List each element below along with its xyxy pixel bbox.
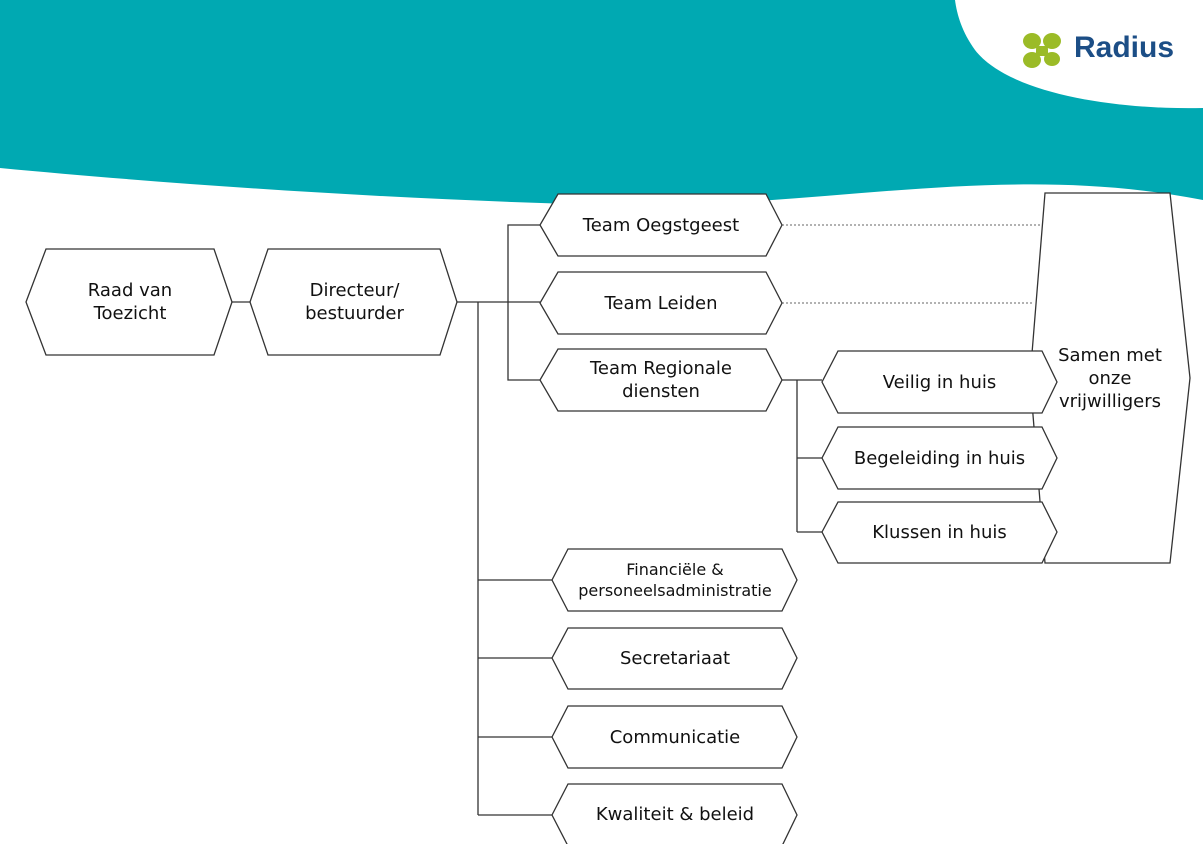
header-banner xyxy=(0,0,1203,206)
veilig-box xyxy=(821,350,1058,414)
dotted-connectors xyxy=(782,224,1043,304)
brand-name: Radius xyxy=(1074,31,1175,64)
raad-van-toezicht-box xyxy=(25,248,233,356)
communicatie-box xyxy=(551,705,798,769)
logo-background xyxy=(955,0,1203,109)
team-leiden-box xyxy=(539,271,783,335)
begeleiding-box xyxy=(821,426,1058,490)
team-oegstgeest-box xyxy=(539,193,783,257)
connector-lines xyxy=(232,224,822,816)
team-regionale-box xyxy=(539,348,783,412)
radius-logo-icon xyxy=(1023,33,1061,68)
klussen-box xyxy=(821,501,1058,564)
directeur-box xyxy=(249,248,458,356)
financiele-box xyxy=(551,548,798,612)
secretariaat-box xyxy=(551,627,798,690)
kwaliteit-box xyxy=(551,783,798,844)
